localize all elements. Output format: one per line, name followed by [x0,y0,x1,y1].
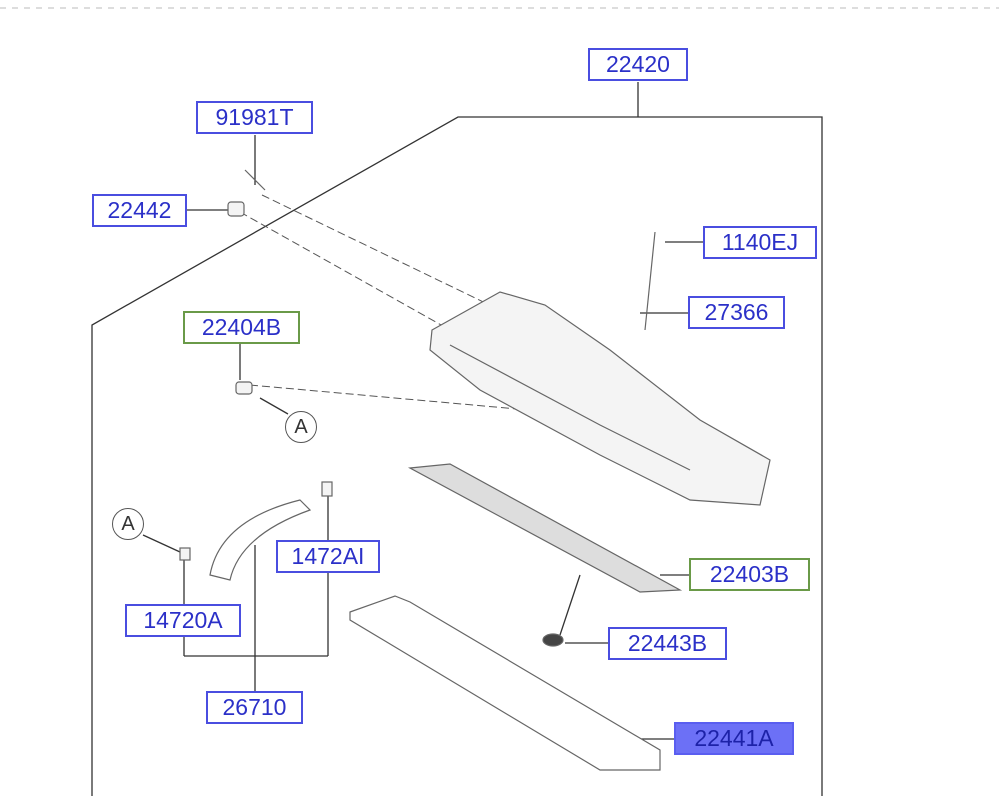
gasket [349,595,661,771]
baffle-plate [407,463,683,593]
callout-22420[interactable]: 22420 [588,48,688,81]
hose [209,499,312,581]
grommet [542,633,564,647]
callout-22403B[interactable]: 22403B [689,558,810,591]
callout-22441A-selected[interactable]: 22441A [674,722,794,755]
rocker-cover [429,291,771,506]
callout-22443B[interactable]: 22443B [608,627,727,660]
callout-22442[interactable]: 22442 [92,194,187,227]
callout-91981T[interactable]: 91981T [196,101,313,134]
callout-26710[interactable]: 26710 [206,691,303,724]
callout-22404B[interactable]: 22404B [183,311,300,344]
reference-marker-a: A [285,411,317,443]
assembly-outline [91,82,823,796]
callout-27366[interactable]: 27366 [688,296,785,329]
parts-drawing [179,169,771,771]
callout-14720A[interactable]: 14720A [125,604,241,637]
reference-marker-a: A [112,508,144,540]
callout-1472AI[interactable]: 1472AI [276,540,380,573]
callout-1140EJ[interactable]: 1140EJ [703,226,817,259]
